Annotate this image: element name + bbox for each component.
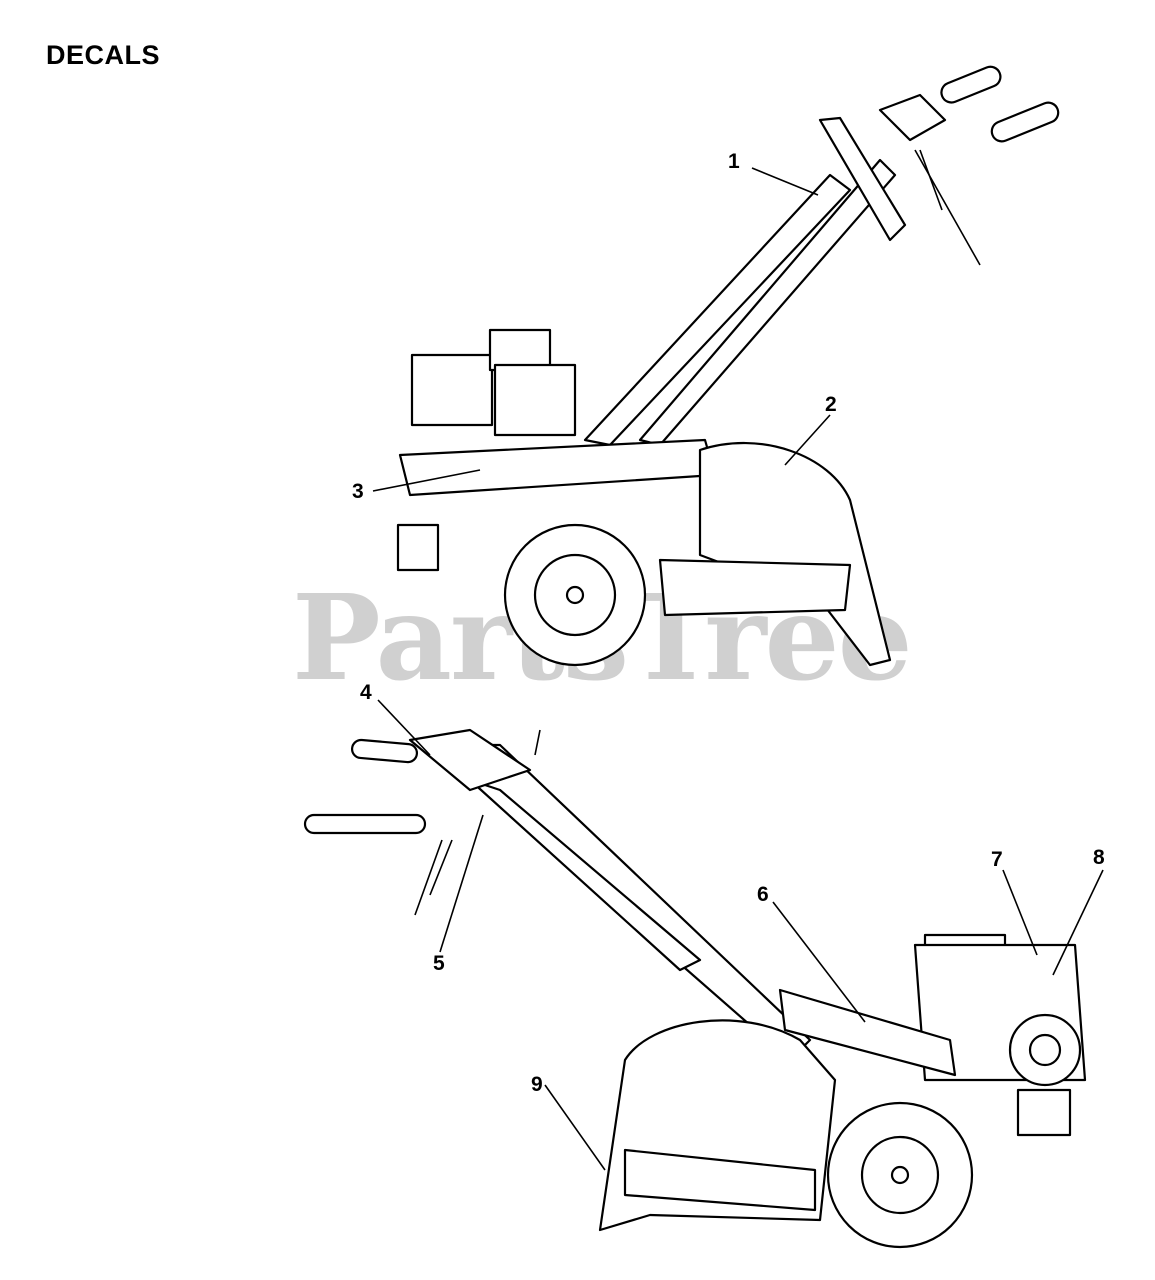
top-handle-crossbar [818, 116, 907, 242]
top-handle-head [878, 93, 947, 142]
bottom-bracket [1016, 1088, 1072, 1137]
top-frame [398, 438, 717, 497]
callout-1: 1 [728, 150, 740, 173]
bottom-grip-2 [303, 813, 427, 835]
bottom-handle-head [408, 728, 532, 792]
bottom-tine-shield [623, 1148, 817, 1212]
leader-6 [772, 901, 866, 1023]
leader-7 [1002, 869, 1038, 956]
bottom-grip-1 [350, 738, 419, 764]
bottom-lever-2 [414, 839, 443, 916]
top-tine-shield [658, 558, 852, 617]
bottom-handle-bar-2 [468, 778, 702, 972]
callout-7: 7 [991, 848, 1003, 871]
callout-6: 6 [757, 883, 769, 906]
leader-1 [751, 167, 819, 196]
leader-lines [372, 167, 1104, 1171]
callout-4: 4 [360, 681, 372, 704]
top-handle-bar [583, 173, 852, 447]
top-lever [914, 149, 981, 266]
leader-4 [377, 699, 431, 756]
callout-3: 3 [352, 480, 364, 503]
bottom-wheel-axle [890, 1165, 910, 1185]
callout-5: 5 [433, 952, 445, 975]
leader-2 [784, 414, 831, 466]
top-engine-body [493, 363, 577, 437]
callout-2: 2 [825, 393, 837, 416]
leader-9 [544, 1084, 606, 1171]
top-wheel-axle [565, 585, 585, 605]
bottom-engine-pulley-hub [1028, 1033, 1062, 1067]
leader-3 [372, 469, 481, 492]
leader-8 [1052, 869, 1104, 976]
bottom-tiller [303, 728, 1087, 1249]
top-handle-bar-2 [638, 158, 897, 447]
bottom-lever [534, 729, 541, 756]
top-tine-hood [698, 441, 892, 667]
callout-8: 8 [1093, 846, 1105, 869]
top-grip-1 [940, 65, 1002, 104]
callout-9: 9 [531, 1073, 543, 1096]
bottom-lever-3 [429, 839, 453, 896]
top-lever-2 [919, 149, 943, 211]
top-engine-block [410, 353, 494, 427]
top-bracket [396, 523, 440, 572]
bottom-frame [778, 988, 957, 1077]
leader-5 [439, 814, 484, 953]
top-tiller [396, 65, 1060, 667]
page-title: DECALS [46, 40, 161, 70]
top-grip-2 [990, 101, 1060, 143]
